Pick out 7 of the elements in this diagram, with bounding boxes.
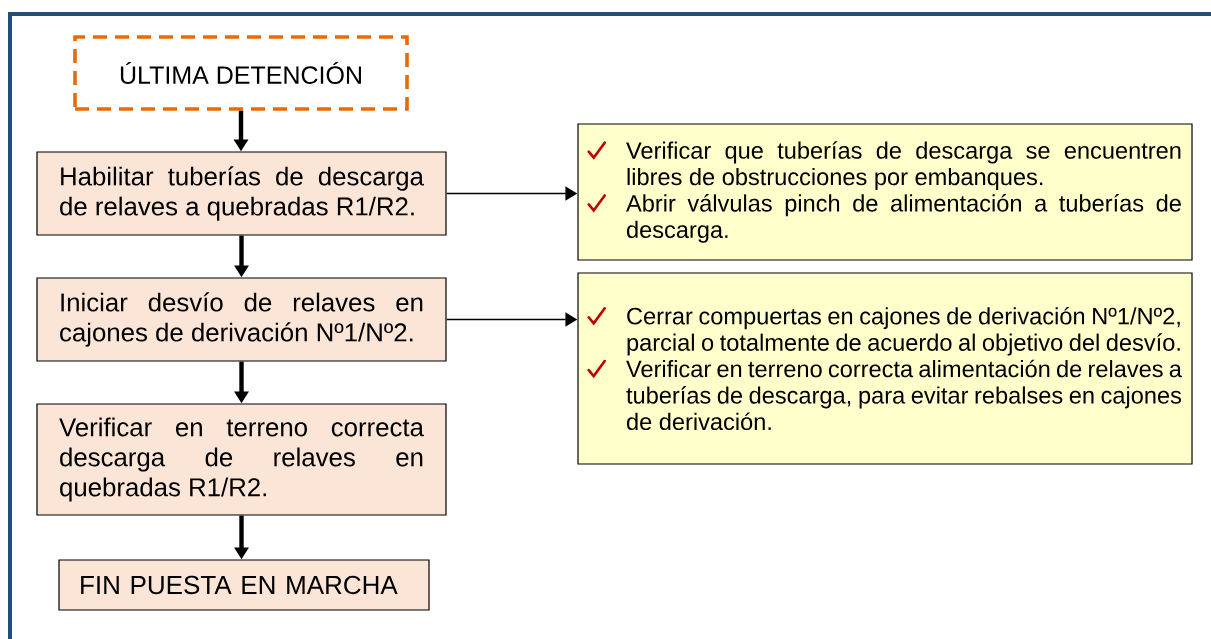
process-box: Iniciar desvío de relaves en cajones de derivación Nº1/Nº2. [36,277,447,362]
process-box: Habilitar tuberías de descarga de relaves a quebradas R1/R2. [36,151,447,236]
end-box: FIN PUESTA EN MARCHA [58,559,430,611]
start-box: ÚLTIMA DETENCIÓN [73,35,409,111]
process-box: Verificar en terreno correcta descarga de relaves en quebradas R1/R2. [36,403,447,516]
note-box: Verificar que tuberías de descarga se encuentren libres de obstrucciones por embanques. Abrir válvulas pinch de alimentación a tuberías de descarga. [577,123,1193,261]
note-box: Cerrar compuertas en cajones de derivación Nº1/Nº2, parcial o totalmente de acuerdo al objetivo del desvío. Verificar en terreno correcta alimentación de relaves a tuberías de descarga, para evitar rebalses en cajones de derivación. [577,272,1193,465]
